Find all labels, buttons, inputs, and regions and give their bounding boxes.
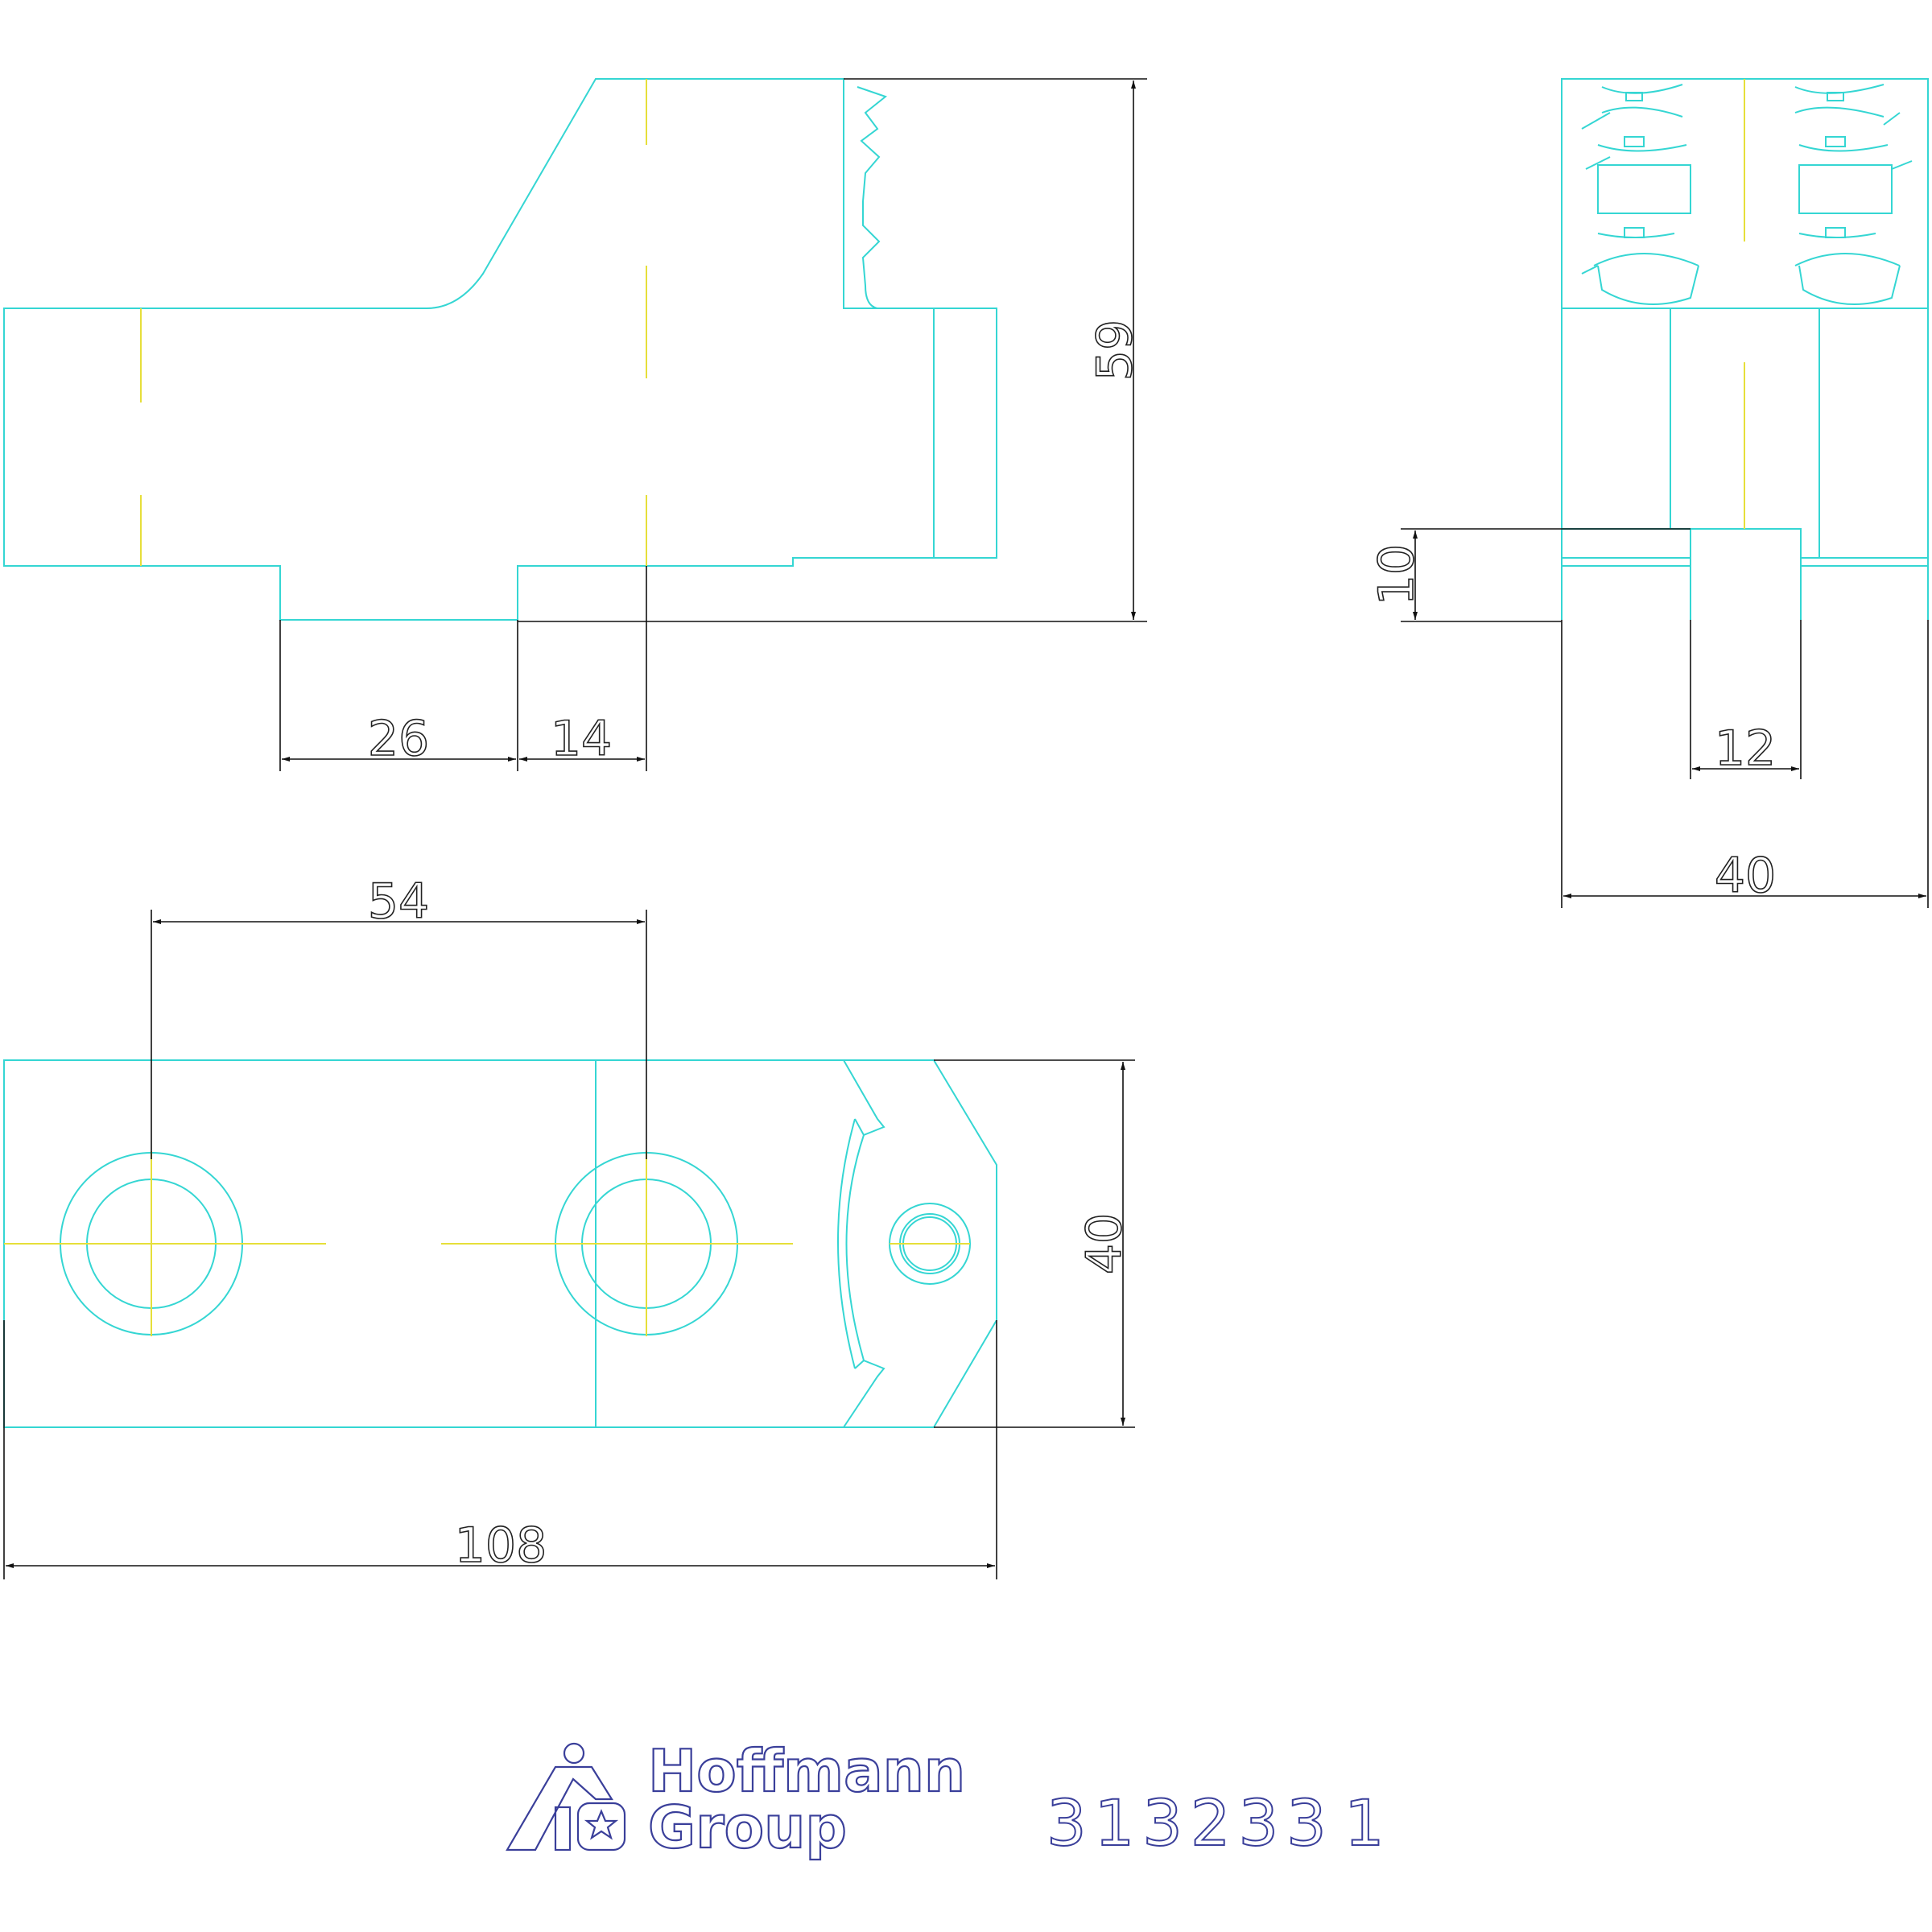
dimension-overall-length-label: 108	[455, 1517, 547, 1574]
dimension-plan-width-label: 40	[1076, 1213, 1133, 1274]
plan-view	[3, 1059, 997, 1428]
dimension-slot-height-label: 10	[1368, 544, 1425, 605]
end-view-detent-left	[1581, 84, 1699, 305]
dimension-step: 26 14	[279, 566, 647, 771]
end-view-detent-right	[1794, 84, 1913, 305]
part-number: 313233	[1046, 1788, 1335, 1860]
dimension-slot-width-label: 12	[1715, 720, 1776, 777]
dimension-side-height-label: 59	[1087, 320, 1143, 381]
dimension-hole-spacing-label: 54	[368, 873, 429, 930]
plan-view-serration	[837, 1059, 886, 1428]
dimension-slot-width: 12	[1690, 620, 1802, 779]
end-view-slot	[1562, 528, 1928, 620]
dimension-side-height: 59	[518, 78, 1147, 622]
side-view-serration	[843, 79, 888, 309]
dimension-end-width-label: 40	[1715, 848, 1776, 904]
logo-icon	[506, 1742, 626, 1852]
brand-line1: Hoffmann	[648, 1737, 965, 1805]
dimension-step-offset-label: 14	[551, 711, 612, 767]
dimension-slot-height: 10	[1368, 528, 1690, 622]
dimension-overall-length: 108	[3, 1320, 997, 1579]
brand-line2: Group	[648, 1794, 847, 1861]
revision-number: 1	[1344, 1788, 1393, 1860]
dimension-step-width-label: 26	[368, 711, 429, 767]
dimension-hole-spacing: 54	[151, 873, 647, 1159]
end-view-lower-body	[1561, 308, 1929, 620]
dimension-end-width: 40	[1561, 620, 1929, 908]
end-view	[1561, 78, 1929, 620]
dimension-plan-width: 40	[934, 1059, 1135, 1428]
side-view-outline	[3, 78, 997, 621]
side-view	[3, 78, 997, 621]
hoffmann-group-logo: Hoffmann Group	[506, 1736, 966, 1862]
